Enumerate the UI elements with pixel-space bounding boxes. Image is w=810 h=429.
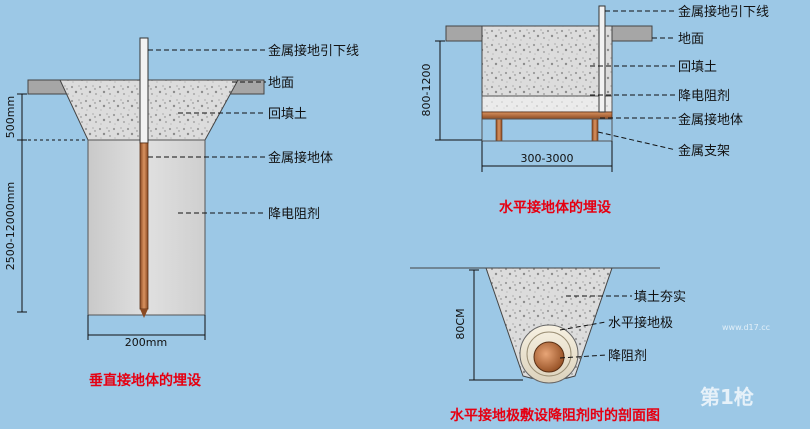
- h-label-reducer: 降电阻剂: [678, 89, 730, 104]
- h-ground-slab-left: [445, 25, 483, 42]
- cs-label-reducer: 降阻剂: [608, 349, 647, 364]
- copper-rod: [139, 142, 149, 310]
- h-backfill: [481, 25, 613, 97]
- h-trench-bottom: [481, 118, 613, 142]
- cross-section-caption: 水平接地极敷设降阻剂时的剖面图: [450, 407, 660, 424]
- watermark-url: www.d17.cc: [722, 323, 770, 332]
- h-reducer-band: [481, 95, 613, 113]
- h-bracket-leg-right: [591, 118, 599, 142]
- vertical-dim-main: 2500-12000mm: [4, 182, 17, 270]
- cs-dim-depth: 80CM: [454, 308, 467, 339]
- vertical-label-ground: 地面: [268, 76, 294, 91]
- vertical-label-reducer: 降电阻剂: [268, 207, 320, 222]
- cs-copper-electrode: [533, 341, 565, 373]
- h-label-backfill: 回填土: [678, 60, 717, 75]
- cross-section-diagram: 填土夯实 水平接地极 降阻剂 80CM 水平接地极敷设降阻剂时的剖面图: [410, 267, 686, 424]
- vertical-dim-top: 500mm: [4, 96, 17, 138]
- horizontal-caption: 水平接地体的埋设: [499, 199, 612, 216]
- cs-label-fill: 填土夯实: [634, 290, 686, 305]
- down-lead-bar: [139, 37, 149, 144]
- rod-tip: [140, 309, 148, 318]
- h-down-lead: [598, 5, 606, 113]
- backfill-funnel: [59, 79, 239, 141]
- vertical-label-backfill: 回填土: [268, 107, 307, 122]
- vertical-caption: 垂直接地体的埋设: [89, 372, 202, 389]
- h-label-ground: 地面: [678, 32, 704, 47]
- cs-label-electrode: 水平接地极: [608, 315, 673, 331]
- vertical-dim-width: 200mm: [125, 336, 167, 349]
- vertical-label-electrode: 金属接地体: [268, 150, 333, 166]
- vertical-label-down-lead: 金属接地引下线: [268, 43, 359, 59]
- vertical-electrode-diagram: 金属接地引下线 地面 回填土 金属接地体 降电阻剂 500mm 2500-120…: [4, 37, 359, 389]
- h-ground-slab-right: [611, 25, 653, 42]
- h-dim-width: 300-3000: [521, 152, 574, 165]
- horizontal-electrode-diagram: 金属接地引下线 地面 回填土 降电阻剂 金属接地体 金属支架 800-1200 …: [420, 4, 769, 216]
- watermark-brand: 第1枪: [700, 385, 754, 409]
- h-bracket-leg-left: [495, 118, 503, 142]
- watermark: 第1枪 www.d17.cc: [700, 323, 770, 409]
- h-label-electrode: 金属接地体: [678, 112, 743, 128]
- h-copper-strip: [481, 111, 613, 120]
- h-label-bracket: 金属支架: [678, 143, 730, 159]
- h-dim-depth: 800-1200: [420, 64, 433, 117]
- h-label-down-lead: 金属接地引下线: [678, 4, 769, 20]
